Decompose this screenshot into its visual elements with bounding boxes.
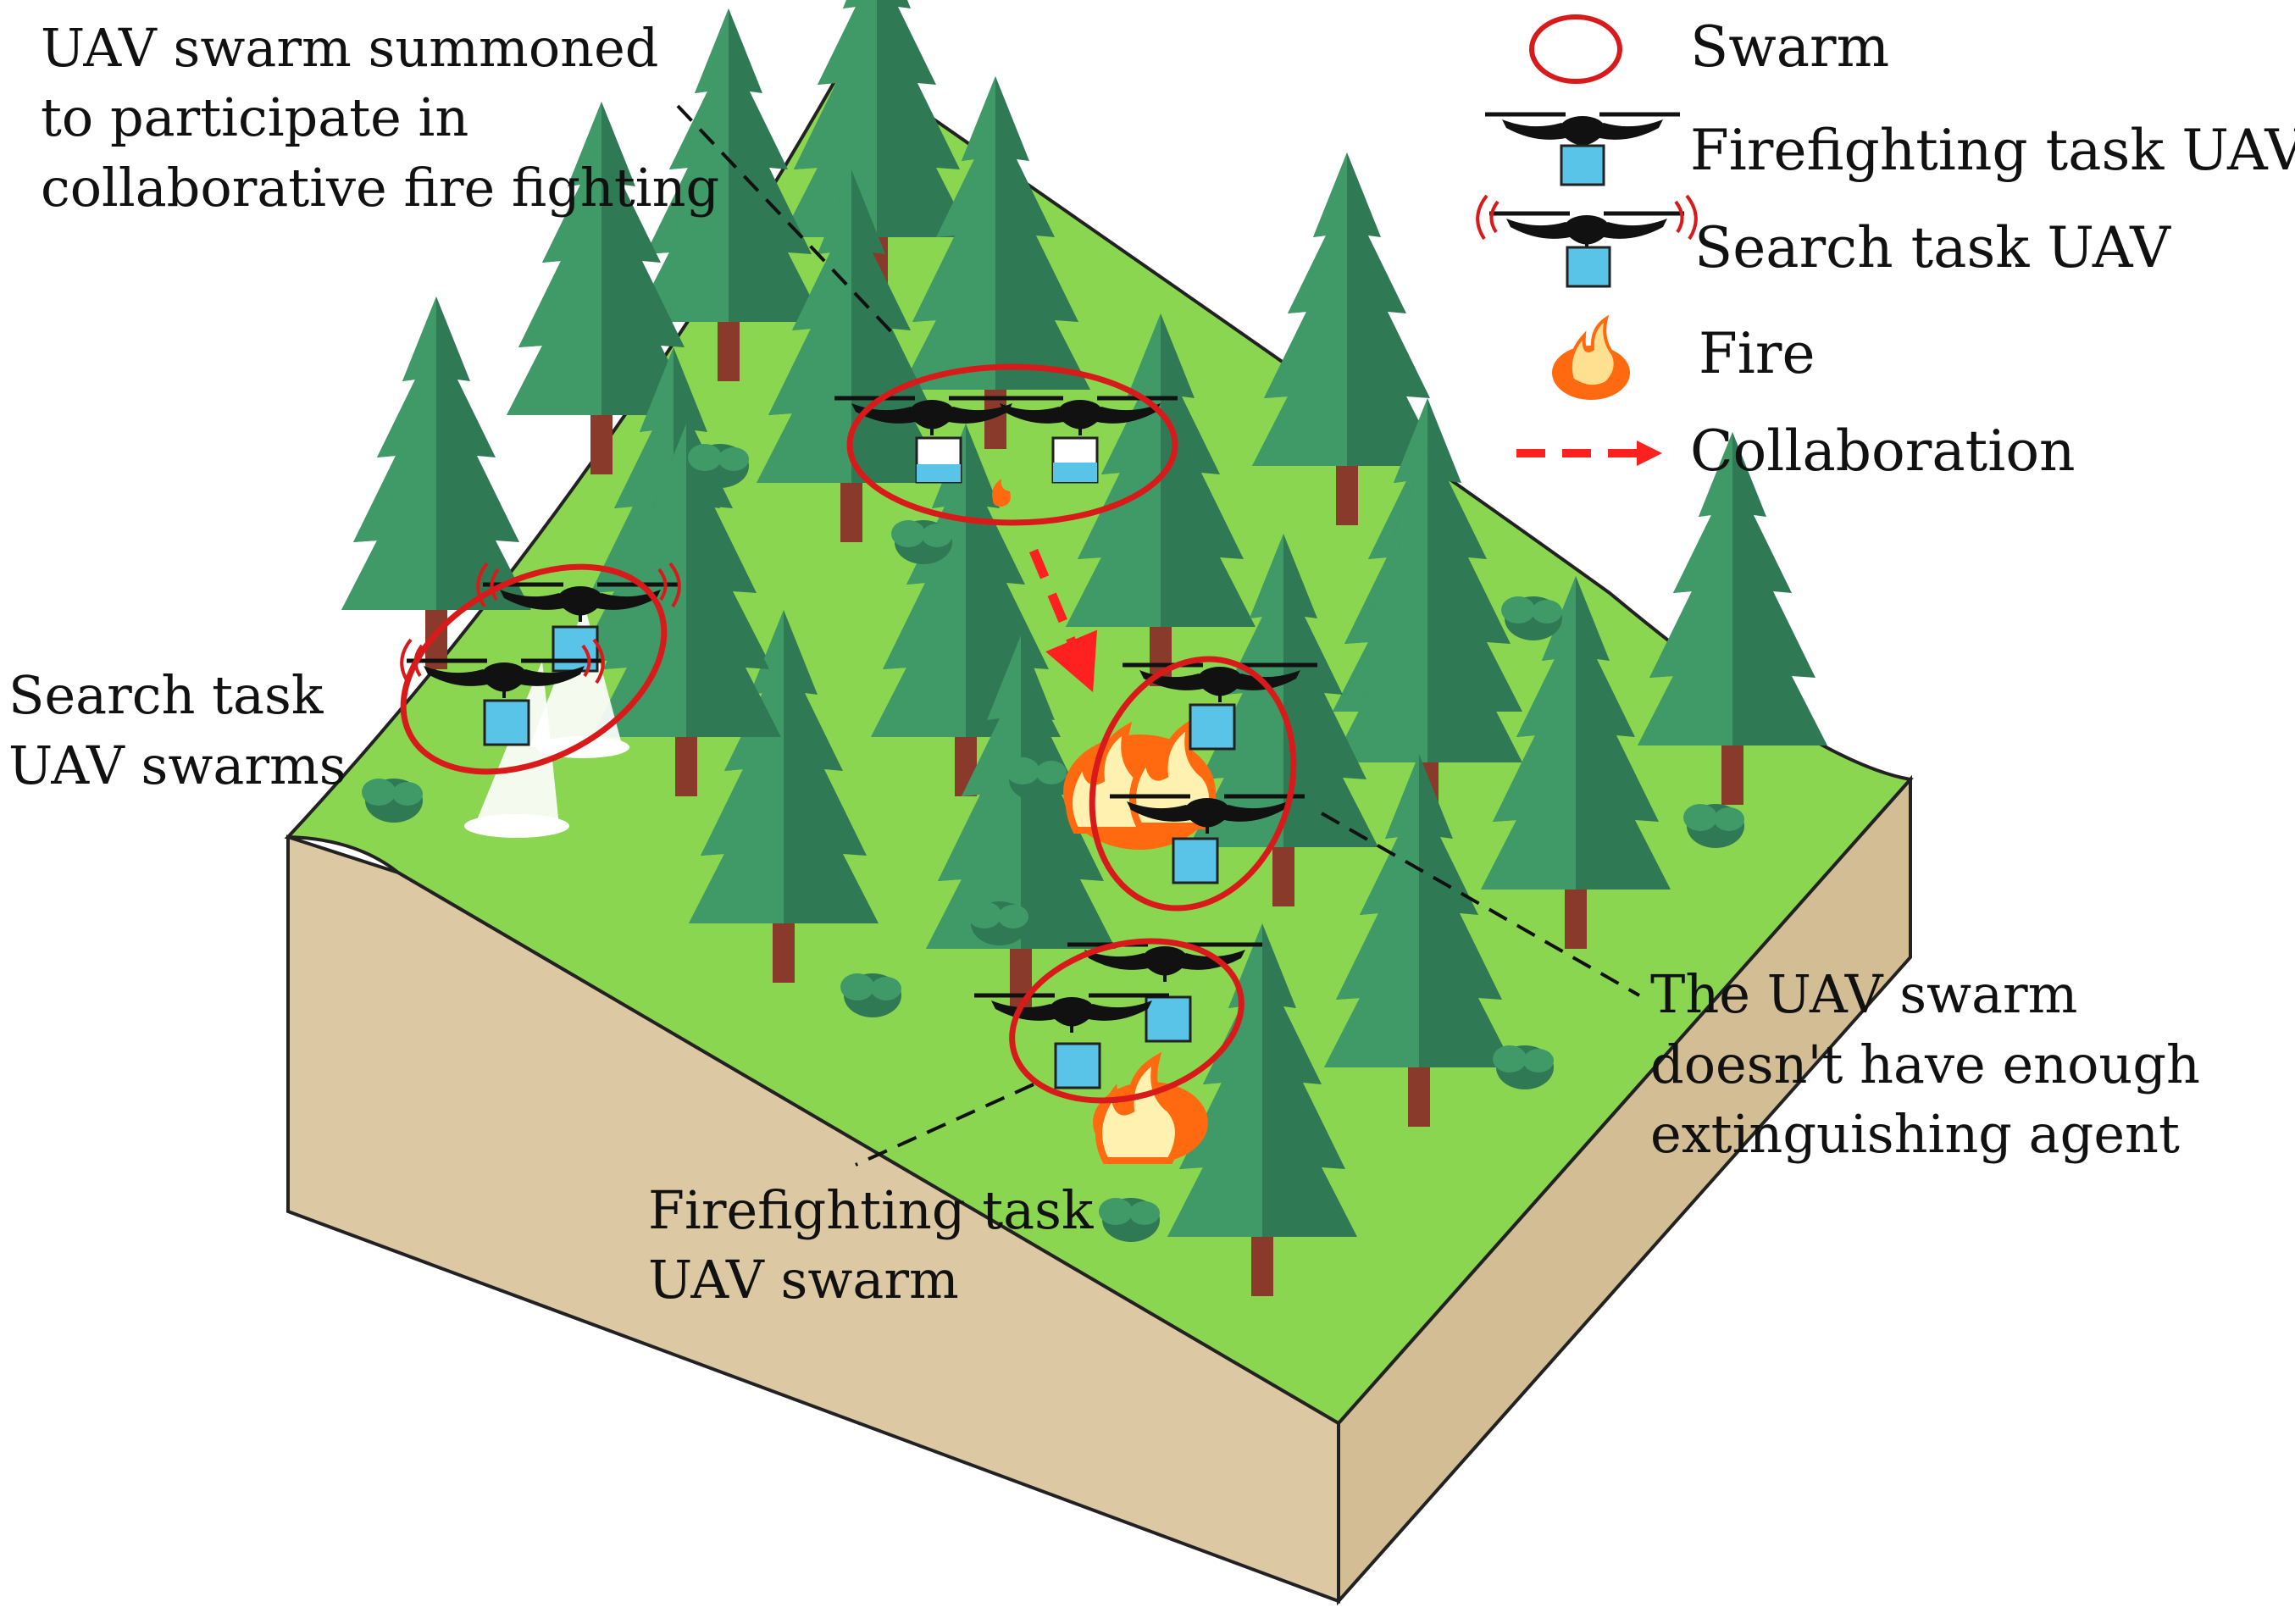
search-uav-icon [1476, 194, 1698, 288]
leader-lines [676, 104, 1640, 1167]
swarm-ring-summoned [846, 363, 1178, 526]
legend-item-search-uav: Search task UAV [1476, 194, 2171, 288]
legend-item-firefighting-uav: Firefighting task UAV [1485, 114, 2295, 186]
collaboration-arrow-icon [1516, 441, 1662, 466]
legend: Swarm Firefighting task UAV Search task … [1476, 14, 2295, 484]
swarm-ring-insufficient [1089, 656, 1297, 912]
search-uav-swarm [400, 562, 681, 838]
swarm-ring-firefighting [1009, 938, 1245, 1104]
annotation-search: Search task UAV swarms [8, 664, 346, 796]
annotation-summoned: UAV swarm summoned to participate in col… [41, 17, 719, 219]
legend-item-swarm: Swarm [1529, 14, 1889, 84]
legend-label-search-uav: Search task UAV [1694, 215, 2171, 280]
summoned-uav-swarm [834, 363, 1178, 526]
leader-summoned [676, 104, 900, 341]
swarm-ring-search [400, 563, 668, 775]
insufficient-uav-swarm [1063, 656, 1324, 912]
legend-item-fire: Fire [1550, 317, 1815, 402]
legend-label-firefighting-uav: Firefighting task UAV [1690, 118, 2295, 183]
collaboration-arrow [1028, 548, 1098, 693]
legend-label-fire: Fire [1699, 321, 1815, 386]
swarm-ellipse-icon [1529, 14, 1622, 84]
legend-label-swarm: Swarm [1690, 14, 1889, 80]
legend-label-collaboration: Collaboration [1690, 418, 2076, 484]
legend-item-collaboration: Collaboration [1516, 418, 2076, 484]
firefighting-uav-swarm [974, 938, 1262, 1163]
annotation-insufficient: The UAV swarm doesn't have enough exting… [1650, 963, 2217, 1165]
firefighting-uav-icon [1485, 114, 1680, 186]
annotation-firefighting: Firefighting task UAV swarm [648, 1179, 1110, 1311]
fire-icon [1550, 317, 1632, 402]
leader-insufficient [1321, 812, 1640, 997]
leader-firefighting [855, 1083, 1034, 1167]
